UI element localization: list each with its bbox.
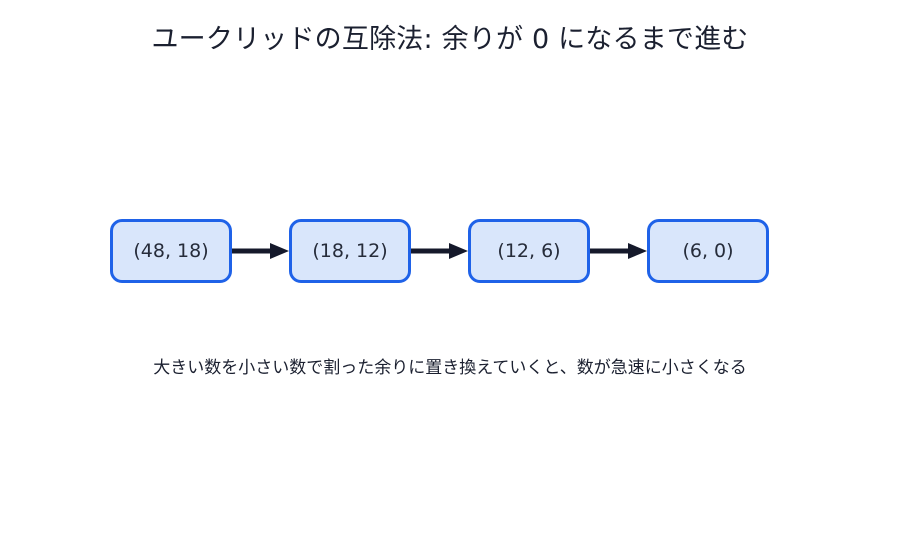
flow-node-label: (18, 12) [312, 239, 388, 262]
flow-node-label: (48, 18) [133, 239, 209, 262]
figure-caption: 大きい数を小さい数で割った余りに置き換えていくと、数が急速に小さくなる [153, 358, 747, 378]
figure-title: ユークリッドの互除法: 余りが 0 になるまで進む [151, 24, 749, 55]
flow-node-step-3: (12, 6) [468, 219, 590, 283]
flow-node-step-4: (6, 0) [647, 219, 769, 283]
flow-arrow-1-right-arrow-icon [232, 240, 289, 262]
flow-node-step-2: (18, 12) [289, 219, 411, 283]
flow-node-step-1: (48, 18) [110, 219, 232, 283]
flow-arrow-2-right-arrow-icon [411, 240, 468, 262]
flow-node-label: (12, 6) [497, 239, 561, 262]
euclid-algorithm-flow: (48, 18) (18, 12) (12, 6) [110, 218, 770, 284]
flow-arrow-3-right-arrow-icon [590, 240, 647, 262]
flow-node-label: (6, 0) [682, 239, 734, 262]
